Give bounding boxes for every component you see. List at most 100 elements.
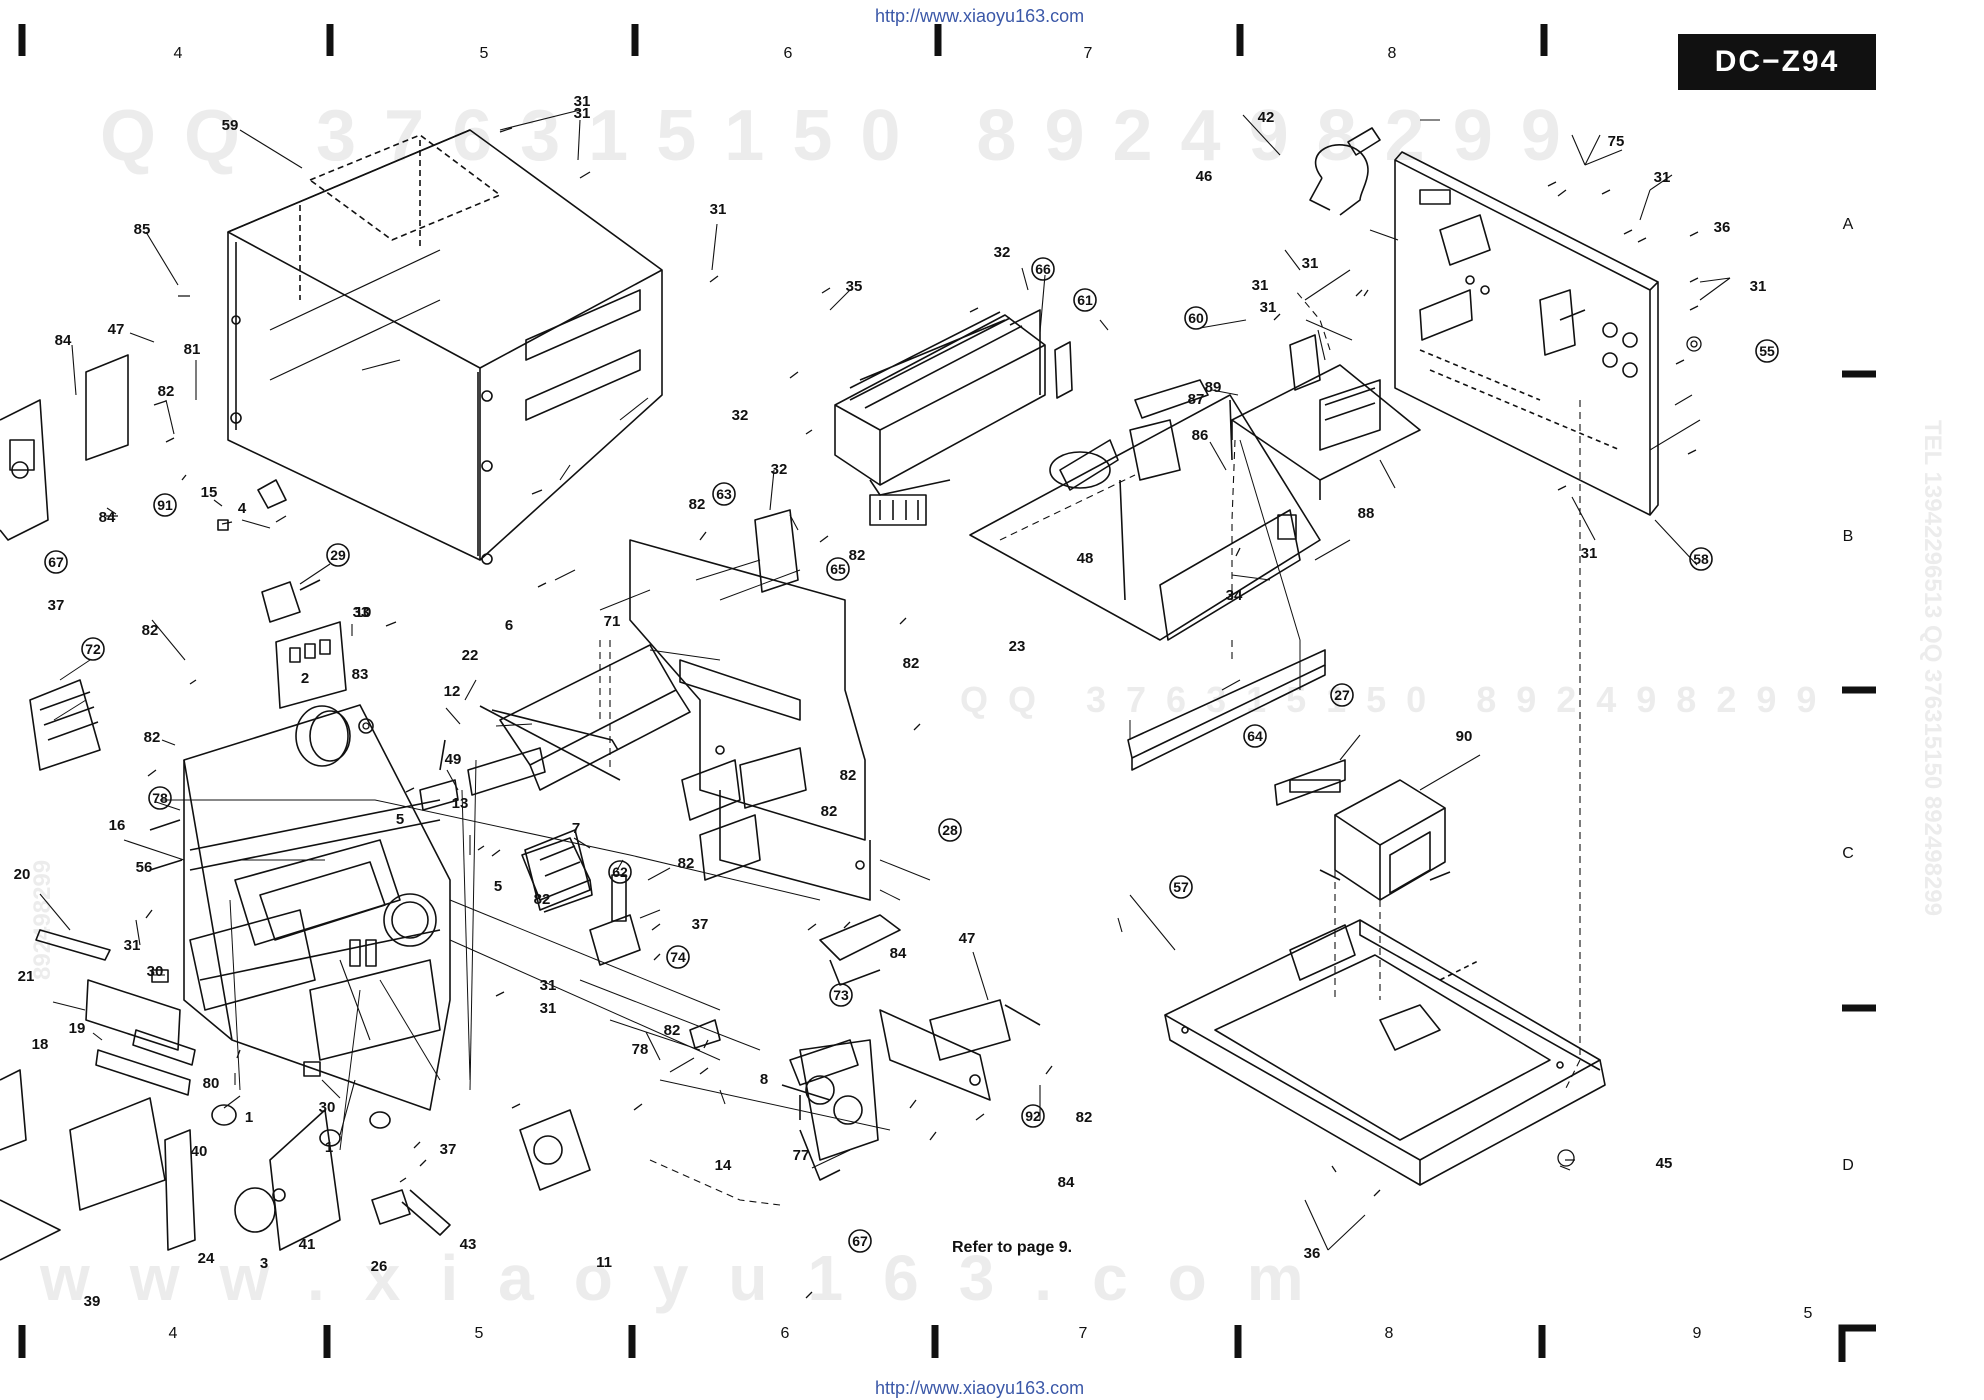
part-number-label: 41: [299, 1236, 316, 1253]
model-badge: DC−Z94: [1678, 34, 1876, 90]
circled-part-label: 66: [1031, 257, 1055, 281]
grid-top-col: 6: [784, 45, 793, 62]
part-number-label: 56: [136, 859, 153, 876]
part-number-label: 82: [158, 383, 175, 400]
grid-bottom-col: 9: [1693, 1325, 1702, 1342]
part-number-label: 2: [301, 670, 309, 687]
part-number-label: 32: [771, 461, 788, 478]
part-number-label: 5: [494, 878, 502, 895]
part-number-label: 82: [821, 803, 838, 820]
screws: [106, 127, 1702, 1299]
bracket-bars: [419, 644, 691, 911]
circled-part-label: 72: [81, 637, 105, 661]
part-number-label: 83: [352, 666, 369, 683]
part-number-label: 82: [689, 496, 706, 513]
svg-text:64: 64: [1247, 728, 1263, 744]
part-number-label: 81: [184, 341, 201, 358]
part-number-label: 49: [445, 751, 462, 768]
power-cord: [1309, 127, 1381, 216]
circled-part-label: 73: [829, 983, 853, 1007]
grid-bottom-col: 4: [169, 1325, 178, 1342]
part-number-label: 21: [18, 968, 35, 985]
part-number-label: 42: [1258, 109, 1275, 126]
part-number-label: 82: [144, 729, 161, 746]
svg-text:73: 73: [833, 987, 849, 1003]
part-number-label: 18: [32, 1036, 49, 1053]
page-number: 5: [1804, 1305, 1813, 1322]
part-number-label: 31: [574, 105, 591, 122]
circled-part-label: 58: [1689, 547, 1713, 571]
circled-part-label: 67: [44, 550, 68, 574]
svg-text:62: 62: [612, 864, 628, 880]
grid-row: A: [1843, 216, 1854, 233]
part-number-label: 31: [1654, 169, 1671, 186]
part-number-label: 82: [664, 1022, 681, 1039]
grid-row: C: [1842, 845, 1854, 862]
part-number-label: 31: [1252, 277, 1269, 294]
part-number-label: 59: [222, 117, 239, 134]
circled-part-label: 60: [1184, 306, 1208, 330]
source-url-bottom[interactable]: http://www.xiaoyu163.com: [875, 1378, 1085, 1398]
part-number-label: 31: [1750, 278, 1767, 295]
part-number-label: 13: [452, 795, 469, 812]
line-art: [0, 109, 1731, 1299]
part-number-label: 37: [48, 597, 65, 614]
part-number-label: 82: [534, 891, 551, 908]
circled-part-label: 78: [148, 786, 172, 810]
svg-text:65: 65: [830, 561, 846, 577]
part-number-label: 36: [1304, 1245, 1321, 1262]
part-number-label: 84: [99, 509, 116, 526]
part-number-label: 31: [710, 201, 727, 218]
part-number-label: 8: [760, 1071, 768, 1088]
svg-text:78: 78: [152, 790, 168, 806]
source-url-top[interactable]: http://www.xiaoyu163.com: [875, 6, 1085, 26]
part-number-label: 80: [203, 1075, 220, 1092]
grid-bottom-col: 8: [1385, 1325, 1394, 1342]
part-number-label: 4: [238, 500, 247, 517]
part-number-label: 84: [890, 945, 907, 962]
grid-bottom-col: 6: [781, 1325, 790, 1342]
part-number-label: 47: [108, 321, 125, 338]
part-number-label: 31: [540, 1000, 557, 1017]
rear-panel: [1394, 151, 1659, 516]
part-number-label: 82: [840, 767, 857, 784]
part-number-label: 46: [1196, 168, 1213, 185]
circled-part-label: 92: [1021, 1104, 1045, 1128]
svg-text:27: 27: [1334, 687, 1350, 703]
watermark-side-left: 892498299: [29, 860, 56, 980]
front-panel: [149, 704, 451, 1111]
heat-sink: [834, 309, 1073, 526]
svg-text:66: 66: [1035, 261, 1051, 277]
svg-text:74: 74: [670, 949, 686, 965]
part-number-label: 77: [793, 1147, 810, 1164]
part-number-label: 32: [994, 244, 1011, 261]
svg-text:58: 58: [1693, 551, 1709, 567]
part-number-label: 24: [198, 1250, 215, 1267]
assembly-guides: [53, 439, 1301, 1151]
part-number-label: 84: [55, 332, 72, 349]
circled-part-label: 91: [153, 493, 177, 517]
part-number-label: 75: [1608, 133, 1625, 150]
part-number-label: 35: [846, 278, 863, 295]
part-number-label: 37: [692, 916, 709, 933]
part-number-label: 47: [959, 930, 976, 947]
part-number-label: 31: [574, 93, 591, 110]
part-number-label: 88: [1358, 505, 1375, 522]
watermark-side-right: TEL 13942296513 QQ 376315150 892498299: [1919, 420, 1946, 916]
circled-part-labels: 9167722978627473289267636566616058556427…: [44, 257, 1779, 1253]
part-number-label: 40: [191, 1143, 208, 1160]
part-number-label: 11: [596, 1254, 612, 1271]
circled-part-label: 61: [1073, 288, 1097, 312]
part-number-label: 30: [319, 1099, 336, 1116]
watermark-layer: QQ 376315150 892498299 QQ 376315150 8924…: [29, 96, 1946, 1314]
part-number-label: 34: [1226, 587, 1243, 604]
switch-parts: [217, 479, 374, 767]
grid-top-col: 8: [1388, 45, 1397, 62]
part-number-label: 87: [1188, 391, 1205, 408]
grid-top-col: 4: [174, 45, 183, 62]
grid-top-col: 5: [480, 45, 489, 62]
part-number-label: 3: [260, 1255, 268, 1272]
circled-part-label: 65: [826, 557, 850, 581]
